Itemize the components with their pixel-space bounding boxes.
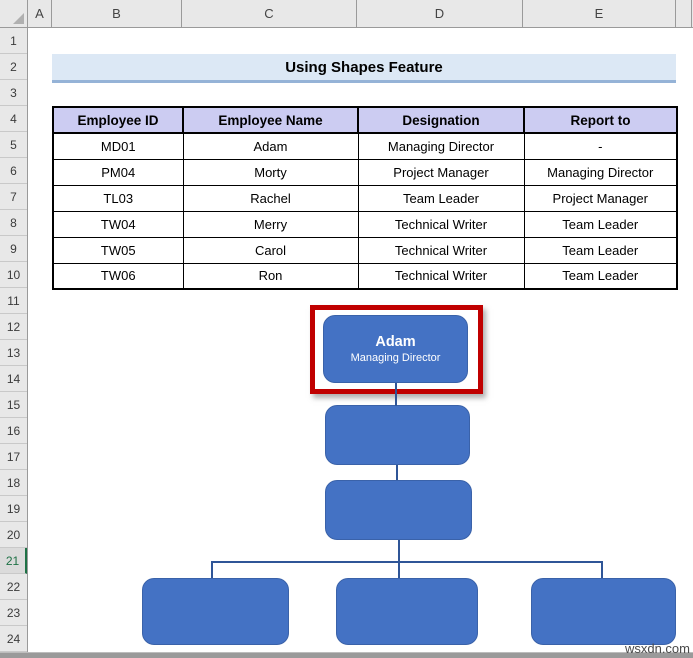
column-header-partial[interactable] xyxy=(676,0,692,27)
table-cell[interactable]: TW04 xyxy=(52,210,184,238)
column-header-A[interactable]: A xyxy=(28,0,52,27)
row-header-4[interactable]: 4 xyxy=(0,106,27,132)
connector-line xyxy=(398,561,400,578)
table-cell[interactable]: Managing Director xyxy=(523,158,678,186)
row-header-13[interactable]: 13 xyxy=(0,340,27,366)
column-header-D[interactable]: D xyxy=(357,0,523,27)
connector-line xyxy=(395,383,397,406)
table-header-cell[interactable]: Designation xyxy=(357,106,525,134)
select-all-button[interactable] xyxy=(0,0,28,27)
table-header-cell[interactable]: Report to xyxy=(523,106,678,134)
org-shape-title: Managing Director xyxy=(350,351,441,364)
row-header-23[interactable]: 23 xyxy=(0,600,27,626)
table-header-cell[interactable]: Employee ID xyxy=(52,106,184,134)
row-header-21[interactable]: 21 xyxy=(0,548,27,574)
table-cell[interactable]: Project Manager xyxy=(357,158,525,186)
table-cell[interactable]: Managing Director xyxy=(357,132,525,160)
org-shape-managing-director[interactable]: Adam Managing Director xyxy=(323,315,468,383)
table-cell[interactable]: Team Leader xyxy=(523,236,678,264)
row-header-6[interactable]: 6 xyxy=(0,158,27,184)
table-cell[interactable]: TL03 xyxy=(52,184,184,212)
table-cell[interactable]: Morty xyxy=(182,158,359,186)
row-header-7[interactable]: 7 xyxy=(0,184,27,210)
row-header-3[interactable]: 3 xyxy=(0,80,27,106)
row-header-22[interactable]: 22 xyxy=(0,574,27,600)
org-shape-name: Adam xyxy=(375,333,416,350)
table-cell[interactable]: Adam xyxy=(182,132,359,160)
column-header-C[interactable]: C xyxy=(182,0,357,27)
table-cell[interactable]: TW06 xyxy=(52,262,184,290)
select-all-icon xyxy=(13,13,24,24)
row-header-15[interactable]: 15 xyxy=(0,392,27,418)
worksheet-title: Using Shapes Feature xyxy=(285,58,443,76)
org-shape-empty-2[interactable] xyxy=(325,480,472,540)
table-cell[interactable]: Rachel xyxy=(182,184,359,212)
screenshot-bottom-edge xyxy=(0,652,693,658)
table-cell[interactable]: Team Leader xyxy=(523,210,678,238)
table-cell[interactable]: Technical Writer xyxy=(357,236,525,264)
row-header-19[interactable]: 19 xyxy=(0,496,27,522)
table-cell[interactable]: Technical Writer xyxy=(357,210,525,238)
row-header-9[interactable]: 9 xyxy=(0,236,27,262)
table-cell[interactable]: Carol xyxy=(182,236,359,264)
table-cell[interactable]: Ron xyxy=(182,262,359,290)
row-header-16[interactable]: 16 xyxy=(0,418,27,444)
table-cell[interactable]: Merry xyxy=(182,210,359,238)
row-header-5[interactable]: 5 xyxy=(0,132,27,158)
connector-line xyxy=(601,561,603,578)
org-shape-empty-1[interactable] xyxy=(325,405,470,465)
table-cell[interactable]: Team Leader xyxy=(357,184,525,212)
row-header-8[interactable]: 8 xyxy=(0,210,27,236)
table-cell[interactable]: TW05 xyxy=(52,236,184,264)
column-header-E[interactable]: E xyxy=(523,0,676,27)
row-header-24[interactable]: 24 xyxy=(0,626,27,652)
column-header-B[interactable]: B xyxy=(52,0,182,27)
table-cell[interactable]: Technical Writer xyxy=(357,262,525,290)
row-header-1[interactable]: 1 xyxy=(0,28,27,54)
row-header-12[interactable]: 12 xyxy=(0,314,27,340)
row-header-17[interactable]: 17 xyxy=(0,444,27,470)
row-header-20[interactable]: 20 xyxy=(0,522,27,548)
connector-line xyxy=(398,540,400,562)
org-shape-empty-3[interactable] xyxy=(142,578,289,645)
worksheet-title-cell[interactable]: Using Shapes Feature xyxy=(52,54,676,83)
table-cell[interactable]: Project Manager xyxy=(523,184,678,212)
row-header-10[interactable]: 10 xyxy=(0,262,27,288)
row-header-2[interactable]: 2 xyxy=(0,54,27,80)
row-header-18[interactable]: 18 xyxy=(0,470,27,496)
org-shape-empty-5[interactable] xyxy=(531,578,676,645)
connector-line xyxy=(396,465,398,480)
table-cell[interactable]: PM04 xyxy=(52,158,184,186)
table-cell[interactable]: - xyxy=(523,132,678,160)
table-cell[interactable]: MD01 xyxy=(52,132,184,160)
connector-line xyxy=(211,561,213,578)
table-header-cell[interactable]: Employee Name xyxy=(182,106,359,134)
row-header-14[interactable]: 14 xyxy=(0,366,27,392)
table-cell[interactable]: Team Leader xyxy=(523,262,678,290)
connector-line xyxy=(211,561,602,563)
watermark-text: wsxdn.com xyxy=(624,641,690,656)
row-header-11[interactable]: 11 xyxy=(0,288,27,314)
org-shape-empty-4[interactable] xyxy=(336,578,478,645)
